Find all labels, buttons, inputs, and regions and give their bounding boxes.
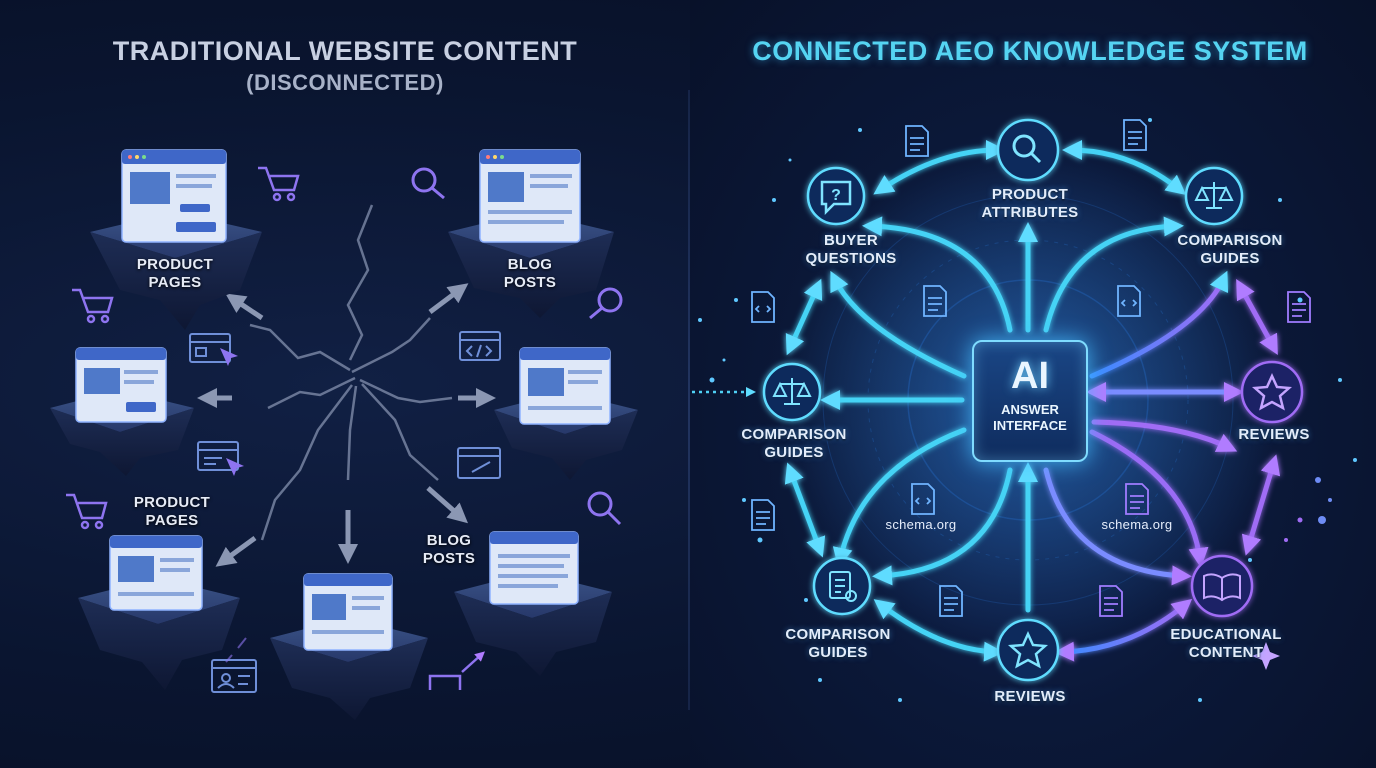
label-blog-posts-top: BLOG POSTS xyxy=(503,256,557,291)
cart-icon xyxy=(66,493,108,530)
svg-text:?: ? xyxy=(831,187,841,204)
label-product-pages-bottom: PRODUCT PAGES xyxy=(133,494,211,529)
document-icon xyxy=(1123,119,1147,151)
island-blog-posts-bottom xyxy=(454,531,612,676)
node-scale-icon xyxy=(762,362,822,422)
cart-icon xyxy=(258,166,300,202)
document-icon xyxy=(1125,483,1149,515)
right-title: CONNECTED AEO KNOWLEDGE SYSTEM xyxy=(752,36,1308,66)
ai-subtitle: ANSWER INTERFACE xyxy=(993,402,1067,433)
code-file-icon xyxy=(911,483,935,515)
cart-icon xyxy=(72,288,114,324)
island-bottom-center xyxy=(270,573,428,720)
ai-answer-interface: AI ANSWER INTERFACE xyxy=(972,340,1088,462)
label-buyer-questions: BUYER QUESTIONS xyxy=(805,232,897,267)
document-icon xyxy=(1287,291,1311,323)
node-book-icon xyxy=(1190,554,1254,618)
document-icon xyxy=(939,585,963,617)
label-blog-posts-bottom: BLOG POSTS xyxy=(422,532,476,567)
node-star-icon xyxy=(996,618,1060,682)
label-schema-left: schema.org xyxy=(885,517,957,532)
island-product-pages-top xyxy=(90,149,262,330)
island-product-pages-bottom xyxy=(78,535,240,690)
island-blog-posts-top xyxy=(448,149,614,318)
search-icon xyxy=(411,167,445,200)
search-icon xyxy=(587,491,622,526)
label-comparison-guides-top-right: COMPARISON GUIDES xyxy=(1177,232,1283,267)
code-file-icon xyxy=(751,291,775,323)
left-title: TRADITIONAL WEBSITE CONTENT xyxy=(112,36,578,66)
label-comparison-guides-bottom: COMPARISON GUIDES xyxy=(785,626,891,661)
browser-cursor-icon xyxy=(189,333,238,366)
island-right-middle xyxy=(494,347,638,480)
pointer-icon xyxy=(428,651,485,690)
label-reviews-bottom: REVIEWS xyxy=(994,688,1066,705)
island-left-middle xyxy=(50,347,194,476)
search-icon xyxy=(589,287,623,320)
node-checklist-icon xyxy=(812,556,872,616)
flow-arrows xyxy=(784,140,1281,662)
node-star-icon xyxy=(1240,360,1304,424)
node-scale-icon xyxy=(1184,166,1244,226)
node-search-icon xyxy=(996,118,1060,182)
label-product-attributes: PRODUCT ATTRIBUTES xyxy=(981,186,1079,221)
label-comparison-guides-left: COMPARISON GUIDES xyxy=(741,426,847,461)
document-icon xyxy=(923,285,947,317)
code-window-icon xyxy=(459,331,501,361)
document-icon xyxy=(1099,585,1123,617)
browser-cursor-icon xyxy=(197,441,244,476)
document-icon xyxy=(905,125,929,157)
panel-divider xyxy=(688,90,690,710)
node-question-icon: ? xyxy=(806,166,866,226)
gray-arrows xyxy=(197,283,496,567)
code-file-icon xyxy=(1117,285,1141,317)
sparkle-icon xyxy=(1252,642,1280,670)
crack-lines xyxy=(249,204,453,541)
browser-pen-icon xyxy=(457,447,501,479)
left-subtitle: (DISCONNECTED) xyxy=(246,70,444,95)
ai-label: AI xyxy=(1011,355,1049,397)
label-reviews-right: REVIEWS xyxy=(1238,426,1310,443)
document-icon xyxy=(751,499,775,531)
profile-card-icon xyxy=(211,659,257,693)
crack-accent xyxy=(225,637,247,663)
label-educational-content: EDUCATIONAL CONTENT xyxy=(1170,626,1282,661)
label-schema-right: schema.org xyxy=(1101,517,1173,532)
label-product-pages-top: PRODUCT PAGES xyxy=(136,256,214,291)
